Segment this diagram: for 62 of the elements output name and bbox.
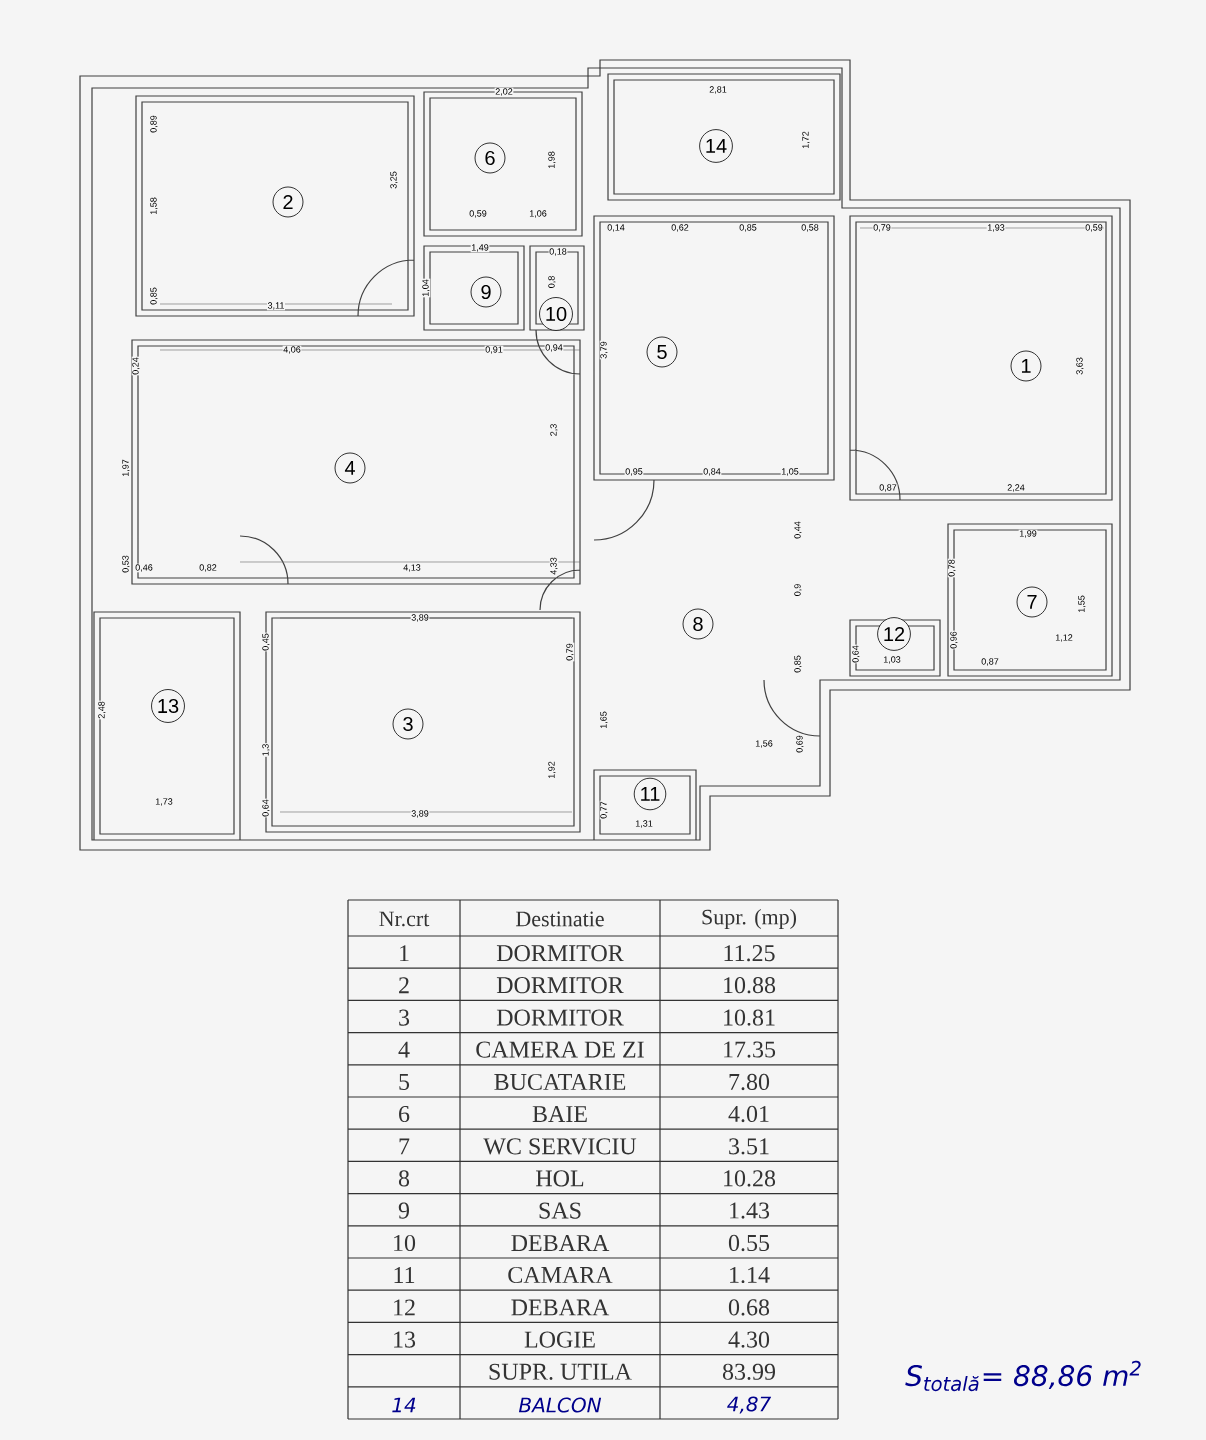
room-name: SAS bbox=[539, 1202, 581, 1219]
area-value: 10.28 bbox=[724, 1170, 776, 1187]
room-name: HOL bbox=[536, 1170, 584, 1187]
room-number: 6 bbox=[474, 142, 506, 174]
row-number: 10 bbox=[394, 1234, 416, 1252]
area-value: 0.68 bbox=[728, 1299, 770, 1316]
area-value: 7.80 bbox=[729, 1073, 770, 1091]
row-number: 1 bbox=[400, 945, 409, 962]
handwritten-text: 14 bbox=[392, 1397, 416, 1413]
column-header: Destinatie bbox=[516, 911, 604, 927]
room-name: CAMERA DE ZI bbox=[476, 1041, 644, 1058]
column-header: Supr. (mp) bbox=[702, 909, 796, 929]
row-number: 7 bbox=[399, 1138, 410, 1155]
handwritten-text: BALCON bbox=[518, 1397, 602, 1413]
room-name: SUPR. UTILA bbox=[489, 1363, 632, 1380]
area-value: 83.99 bbox=[722, 1363, 775, 1380]
room-number: 10 bbox=[539, 297, 573, 331]
room-name: BAIE bbox=[532, 1106, 587, 1122]
room-number: 5 bbox=[646, 336, 678, 368]
area-value: 4.30 bbox=[728, 1331, 770, 1348]
area-value: 10.81 bbox=[724, 1009, 775, 1026]
room-number: 13 bbox=[151, 689, 185, 723]
row-number: 12 bbox=[394, 1299, 415, 1316]
room-name: DORMITOR bbox=[496, 977, 624, 994]
room-name: BUCATARIE bbox=[494, 1073, 626, 1091]
room-name: DEBARA bbox=[511, 1299, 610, 1316]
room-name: CAMARA bbox=[508, 1266, 613, 1284]
room-number: 8 bbox=[682, 608, 714, 640]
area-value: 0.55 bbox=[728, 1234, 770, 1252]
row-number: 4 bbox=[398, 1041, 410, 1058]
room-number: 14 bbox=[699, 129, 733, 163]
row-number: 11 bbox=[394, 1267, 415, 1283]
area-value: 3.51 bbox=[729, 1138, 769, 1155]
area-value: 11.25 bbox=[724, 945, 775, 962]
row-number: 6 bbox=[399, 1105, 410, 1123]
room-number: 12 bbox=[877, 617, 911, 651]
row-number: 8 bbox=[398, 1170, 410, 1187]
row-number: 3 bbox=[399, 1009, 410, 1026]
row-number: 5 bbox=[399, 1074, 410, 1090]
total-area-note: S$_{totală}$= 88,86 m$^{2}$ bbox=[905, 1360, 1141, 1392]
row-number: 13 bbox=[394, 1331, 416, 1348]
room-number: 1 bbox=[1010, 350, 1042, 382]
room-name: WC SERVICIU bbox=[483, 1138, 637, 1155]
room-name: LOGIE bbox=[524, 1331, 595, 1348]
column-header: Nr.crt bbox=[379, 911, 430, 927]
room-name: DORMITOR bbox=[496, 1009, 624, 1026]
room-number: 7 bbox=[1016, 586, 1048, 618]
room-number: 2 bbox=[272, 186, 304, 218]
area-value: 1.43 bbox=[730, 1202, 770, 1219]
row-number: 9 bbox=[398, 1202, 409, 1219]
room-number: 3 bbox=[392, 708, 424, 740]
row-number: 2 bbox=[399, 977, 409, 994]
area-value: 17.35 bbox=[724, 1041, 776, 1058]
handwritten-text: 4,87 bbox=[727, 1396, 772, 1414]
room-name: DORMITOR bbox=[496, 945, 624, 962]
room-name: DEBARA bbox=[511, 1235, 610, 1251]
room-number: 9 bbox=[470, 276, 502, 308]
area-value: 10.88 bbox=[724, 977, 776, 994]
area-value: 1.14 bbox=[730, 1266, 770, 1284]
room-number: 11 bbox=[633, 777, 667, 811]
area-value: 4.01 bbox=[728, 1105, 769, 1123]
room-number: 4 bbox=[334, 452, 366, 484]
